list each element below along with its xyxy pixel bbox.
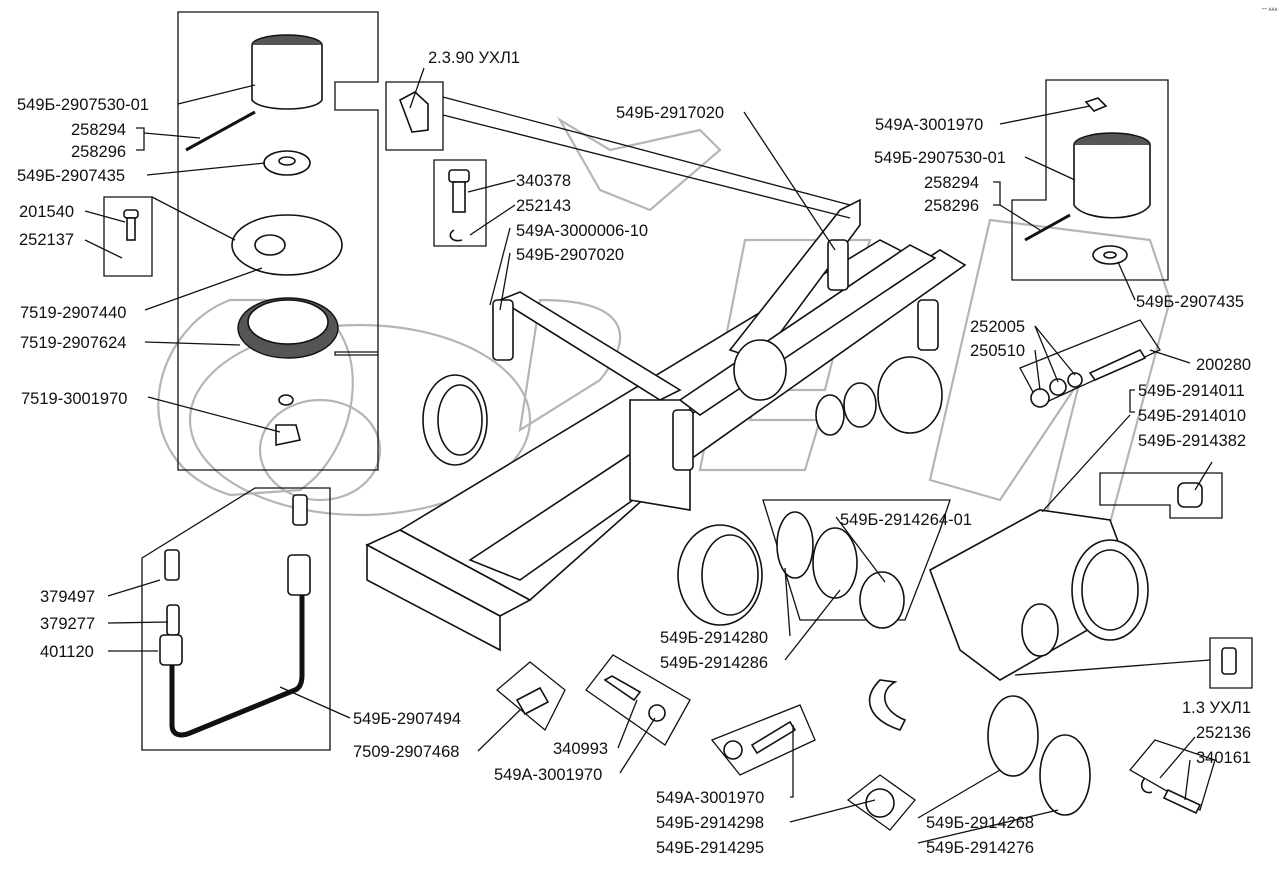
label-1-3-uhl1: 1.3 УХЛ1 <box>1182 699 1251 717</box>
part-labels: 549Б-2907530-01 258294 258296 549Б-29074… <box>17 49 1251 857</box>
label-379497: 379497 <box>40 588 95 606</box>
label-549a-3001970-a: 549А-3001970 <box>494 766 602 784</box>
label-549b-2914264-01: 549Б-2914264-01 <box>840 511 972 529</box>
bracket-assembly <box>929 509 1149 681</box>
label-201540: 201540 <box>19 203 74 221</box>
shock-absorbers <box>492 239 939 471</box>
label-549b-2917020: 549Б-2917020 <box>616 104 724 122</box>
label-549b-2907530-01-b: 549Б-2907530-01 <box>874 149 1006 167</box>
label-549b-2914286: 549Б-2914286 <box>660 654 768 672</box>
left-parts-box <box>177 11 379 471</box>
label-549a-3001970-b: 549А-3001970 <box>875 116 983 134</box>
bolt-box-340993 <box>585 654 691 746</box>
label-549b-2914011: 549Б-2914011 <box>1138 382 1245 400</box>
label-549b-2907020: 549Б-2907020 <box>516 246 624 264</box>
label-2-3-90-uhl1: 2.3.90 УХЛ1 <box>428 49 520 67</box>
label-549b-2914010: 549Б-2914010 <box>1138 407 1246 425</box>
label-549b-2914276: 549Б-2914276 <box>926 839 1034 857</box>
leader-lines <box>84 67 1213 844</box>
pipe-box <box>141 487 331 751</box>
label-7519-3001970: 7519-3001970 <box>21 390 127 408</box>
plug-box-7509 <box>495 661 566 732</box>
label-252136: 252136 <box>1196 724 1251 742</box>
bolt-box-2914298 <box>710 704 816 776</box>
label-379277: 379277 <box>40 615 95 633</box>
label-7509-2907468: 7509-2907468 <box>353 743 459 761</box>
label-250510: 250510 <box>970 342 1025 360</box>
label-549b-2914280: 549Б-2914280 <box>660 629 768 647</box>
rings-box <box>762 499 951 621</box>
right-top-box <box>1011 79 1169 281</box>
label-258294-b: 258294 <box>924 174 979 192</box>
pipe-assembly <box>159 494 311 738</box>
label-549a-3000006-10: 549А-3000006-10 <box>516 222 648 240</box>
label-258296-b: 258296 <box>924 197 979 215</box>
grease-fitting-box <box>385 81 444 151</box>
label-258294: 258294 <box>71 121 126 139</box>
bolt-box-340378 <box>433 159 487 247</box>
label-252005: 252005 <box>970 318 1025 336</box>
label-340378: 340378 <box>516 172 571 190</box>
drums <box>422 339 943 626</box>
label-549b-2907530-01: 549Б-2907530-01 <box>17 96 149 114</box>
label-340993: 340993 <box>553 740 608 758</box>
label-200280: 200280 <box>1196 356 1251 374</box>
label-340161: 340161 <box>1196 749 1251 767</box>
axle-frame <box>365 198 967 652</box>
label-401120: 401120 <box>40 643 94 661</box>
bushing-box-2914382 <box>1099 472 1223 519</box>
label-549b-2914382: 549Б-2914382 <box>1138 432 1246 450</box>
label-7519-2907624: 7519-2907624 <box>20 334 126 352</box>
label-549b-2914268: 549Б-2914268 <box>926 814 1034 832</box>
left-parts <box>123 34 343 446</box>
label-7519-2907440: 7519-2907440 <box>20 304 126 322</box>
small-parts <box>399 91 1237 818</box>
right-top-parts <box>1024 97 1151 265</box>
corner-mark: ꟷ ᴀᴀᴀ <box>1262 7 1278 13</box>
label-258296: 258296 <box>71 143 126 161</box>
label-252143: 252143 <box>516 197 571 215</box>
label-549b-2907435: 549Б-2907435 <box>17 167 125 185</box>
grease-box-13 <box>1209 637 1253 689</box>
label-549a-3001970-c: 549А-3001970 <box>656 789 764 807</box>
label-549b-2907494: 549Б-2907494 <box>353 710 461 728</box>
label-549b-2907435-b: 549Б-2907435 <box>1136 293 1244 311</box>
label-549b-2914298: 549Б-2914298 <box>656 814 764 832</box>
label-549b-2914295: 549Б-2914295 <box>656 839 764 857</box>
group-boxes <box>103 11 1253 831</box>
label-252137: 252137 <box>19 231 74 249</box>
nut-box-2914295 <box>846 774 916 831</box>
